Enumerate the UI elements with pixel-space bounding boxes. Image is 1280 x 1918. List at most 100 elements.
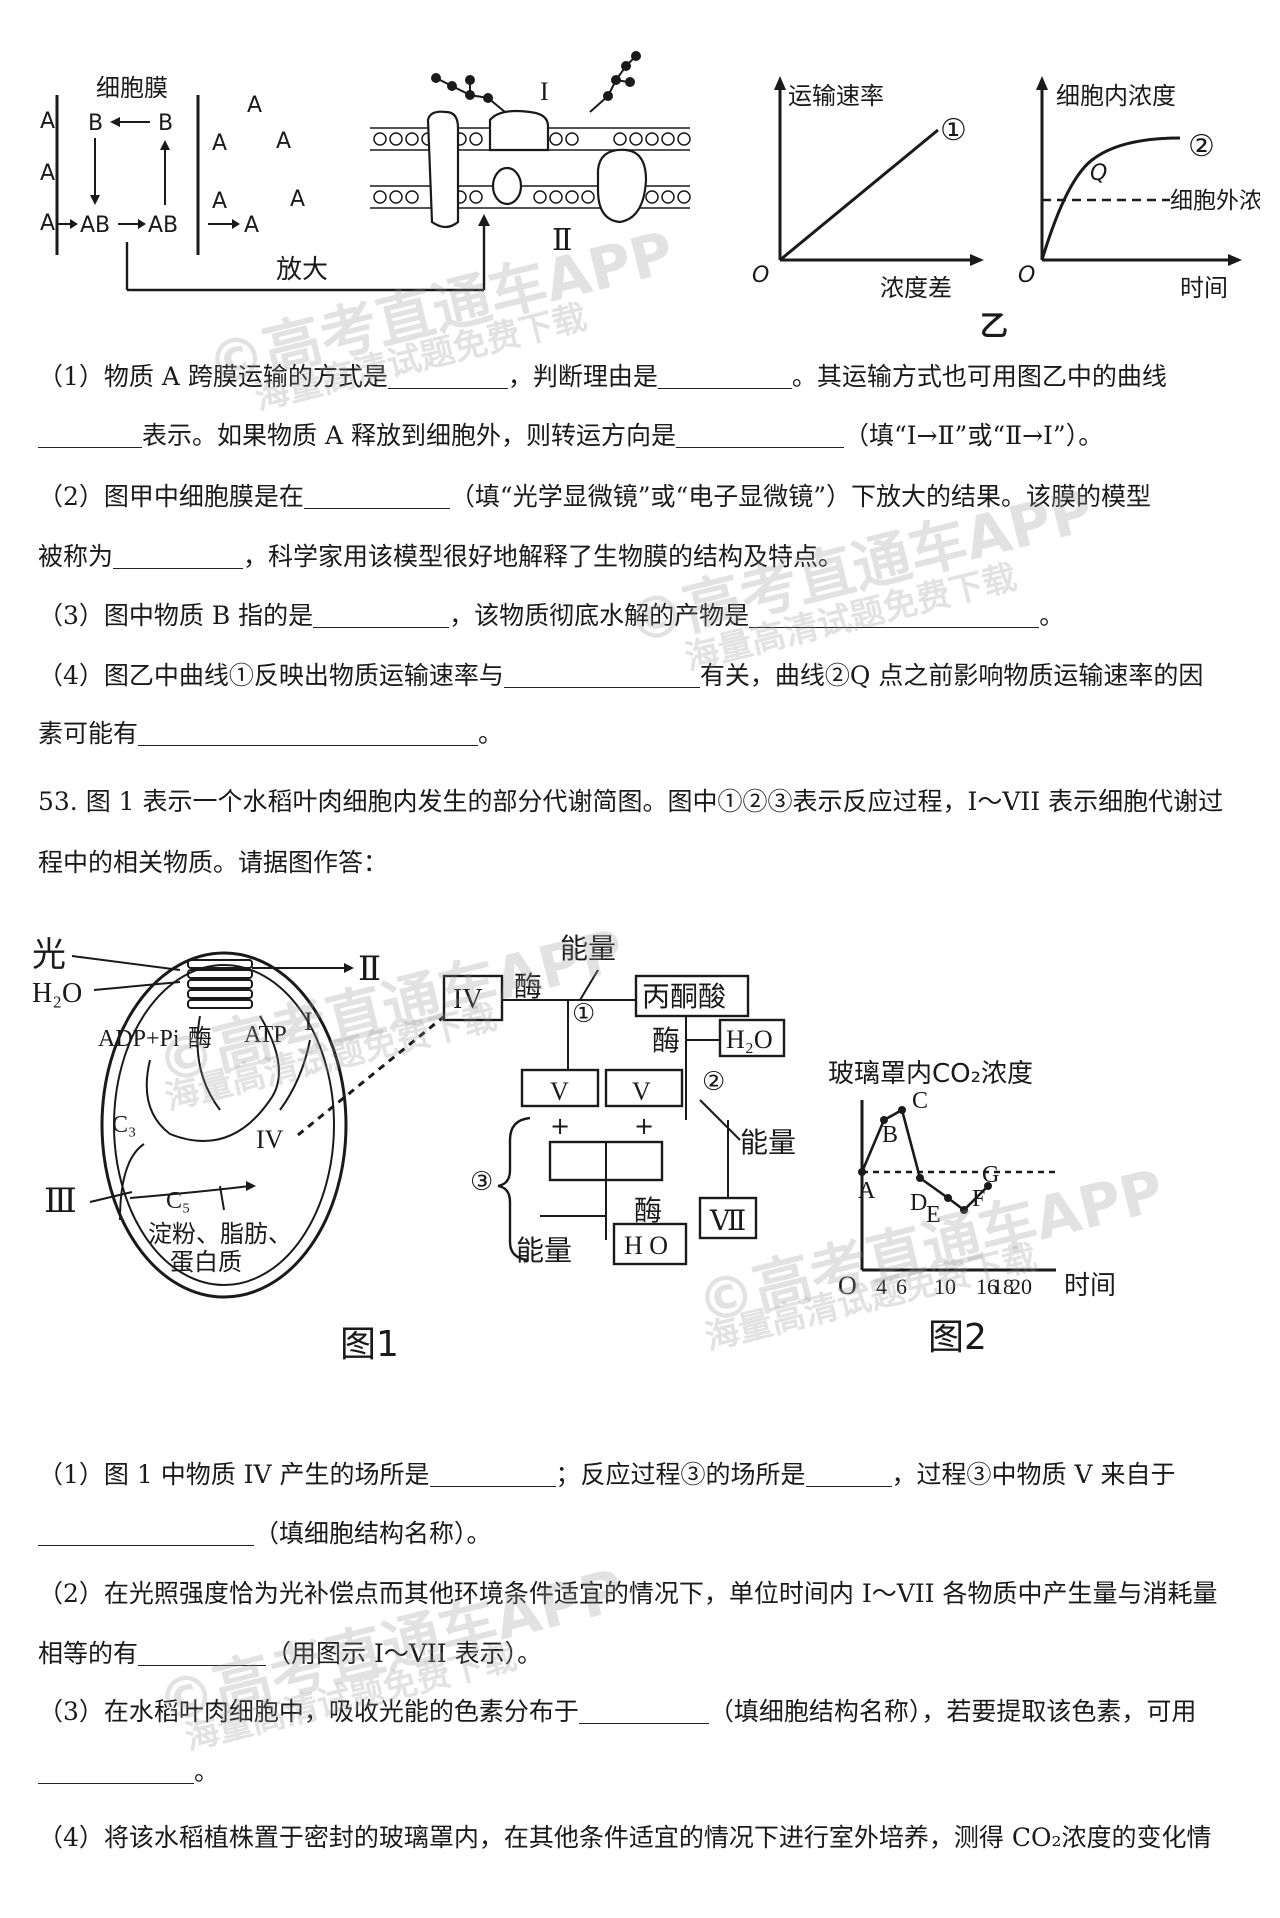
letter-a: A xyxy=(40,161,55,186)
label-enzyme: 酶 xyxy=(514,970,542,1003)
answer-blank[interactable] xyxy=(138,721,479,746)
figure-caption-2: 图2 xyxy=(928,1317,987,1358)
label-water: H₂O xyxy=(32,978,82,1009)
box-iv xyxy=(442,974,504,1022)
label-iii: Ⅲ xyxy=(44,1183,77,1220)
q53-part1-line2: （填细胞结构名称）。 xyxy=(38,1519,1248,1549)
label-v: V xyxy=(550,1077,569,1106)
label-products-line2: 蛋白质 xyxy=(170,1248,242,1276)
chart-point-label: F xyxy=(972,1186,985,1212)
box-h2o xyxy=(718,1018,786,1058)
q52-part4-line2: 素可能有。 xyxy=(38,719,504,748)
graph-right-xlabel: 时间 xyxy=(1180,274,1228,302)
chart-point xyxy=(916,1174,924,1182)
answer-blank[interactable] xyxy=(313,603,450,628)
answer-blank[interactable] xyxy=(429,1462,556,1487)
answer-blank[interactable] xyxy=(578,1699,709,1724)
dashed-line-label: 细胞外浓度 xyxy=(1170,188,1260,214)
letter-a: A xyxy=(290,187,305,212)
chart-tick-label: 16 xyxy=(976,1274,998,1299)
step-1: ① xyxy=(572,999,595,1029)
box-v xyxy=(604,1068,684,1108)
figure-caption-yi: 乙 xyxy=(980,309,1008,342)
q53-part3-line1: （3）在水稻叶肉细胞中，吸收光能的色素分布于（填细胞结构名称），若要提取该色素，… xyxy=(38,1697,1197,1726)
label-light: 光 xyxy=(32,935,66,975)
answer-blank[interactable] xyxy=(38,423,142,448)
label-iv: IV xyxy=(256,1125,284,1154)
answer-blank[interactable] xyxy=(38,1521,254,1546)
answer-blank[interactable] xyxy=(805,1462,892,1487)
letter-a: A xyxy=(212,131,227,156)
q52-part2-line2: 被称为，科学家用该模型很好地解释了生物膜的结构及特点。 xyxy=(38,542,844,571)
answer-blank[interactable] xyxy=(749,603,1040,628)
letter-ab: AB xyxy=(80,213,110,238)
answer-blank[interactable] xyxy=(387,364,508,389)
point-q-label: Q xyxy=(1090,161,1107,186)
box-iv-label: IV xyxy=(453,984,483,1015)
letter-b: B xyxy=(88,111,103,136)
chart-point-label: E xyxy=(926,1202,941,1228)
step-2: ② xyxy=(702,1067,725,1097)
figure-1-metabolism: 光 H₂O Ⅱ ADP+Pi 酶 ATP I C₃ C₅ IV Ⅲ 淀粉、脂肪、… xyxy=(32,932,796,1299)
answer-blank[interactable] xyxy=(38,1759,194,1784)
answer-blank[interactable] xyxy=(657,364,792,389)
chart-point xyxy=(960,1206,968,1214)
answer-blank[interactable] xyxy=(113,544,244,569)
q53-intro-line1: 53. 图 1 表示一个水稻叶肉细胞内发生的部分代谢简图。图中①②③表示反应过程… xyxy=(38,787,1224,816)
q52-part1-line1: （1）物质 A 跨膜运输的方式是，判断理由是。其运输方式也可用图乙中的曲线 xyxy=(38,362,1167,391)
label-v: V xyxy=(632,1077,651,1106)
answer-blank[interactable] xyxy=(138,1641,267,1666)
protein-label-i: I xyxy=(540,77,549,106)
label-energy: 能量 xyxy=(740,1126,796,1159)
box-ho xyxy=(612,1222,688,1266)
q53-part2-line1: （2）在光照强度恰为光补偿点而其他环境条件适宜的情况下，单位时间内 I～VII … xyxy=(38,1579,1218,1608)
letter-a: A xyxy=(244,213,259,238)
q52-part2-line1: （2）图甲中细胞膜是在（填“光学显微镜”或“电子显微镜”）下放大的结果。该膜的模… xyxy=(38,482,1152,511)
figure-yi-graphs: 运输速率 浓度差 O ① 细胞内浓度 时间 O ② Q 细胞外浓度 乙 xyxy=(752,76,1260,342)
chart-point xyxy=(984,1182,992,1190)
label-products-line1: 淀粉、脂肪、 xyxy=(148,1220,292,1248)
chart-tick-label: 18 xyxy=(992,1274,1014,1299)
graph-right-ylabel: 细胞内浓度 xyxy=(1056,82,1176,110)
q53-part2-line2: 相等的有（用图示 I～VII 表示）。 xyxy=(38,1639,543,1668)
curve-2-line xyxy=(1040,136,1181,261)
graph-left-ylabel: 运输速率 xyxy=(788,82,884,110)
figure-jia-transport: 细胞膜 A A A B B AB AB A A A A A A 放大 xyxy=(40,51,691,292)
watermark-text: 海量高清试题免费下载 xyxy=(251,297,591,419)
answer-blank[interactable] xyxy=(303,484,450,509)
chart-point-label: B xyxy=(882,1122,898,1148)
label-enzyme: 酶 xyxy=(634,1194,662,1227)
letter-a: A xyxy=(212,189,227,214)
chart-tick-label: 6 xyxy=(896,1274,907,1299)
box-pyruvate xyxy=(634,974,750,1018)
letter-ab: AB xyxy=(148,213,178,238)
label-i: I xyxy=(304,1007,313,1036)
label-h2o-box: H₂O xyxy=(726,1025,773,1054)
chart-tick-label: 20 xyxy=(1010,1274,1032,1299)
curve-1-label: ① xyxy=(940,113,967,148)
figure-caption-1: 图1 xyxy=(340,1324,399,1365)
answer-blank[interactable] xyxy=(675,423,844,448)
label-ii: Ⅱ xyxy=(358,951,381,988)
plus-sign: + xyxy=(634,1112,654,1140)
graph-left-xlabel: 浓度差 xyxy=(880,274,952,302)
answer-blank[interactable] xyxy=(503,663,700,688)
label-energy: 能量 xyxy=(560,932,616,965)
chart-point-label: C xyxy=(912,1088,928,1114)
membrane-label: 细胞膜 xyxy=(96,74,168,102)
chart-ylabel: 玻璃罩内CO₂浓度 xyxy=(828,1060,1033,1089)
chart-point xyxy=(944,1194,952,1202)
label-c3: C₃ xyxy=(112,1112,136,1138)
chart-point xyxy=(880,1116,888,1124)
step-3: ③ xyxy=(470,1167,493,1197)
channel-protein xyxy=(426,110,460,229)
q52-part1-line2: 表示。如果物质 A 释放到细胞外，则转运方向是（填“Ⅰ→Ⅱ”或“Ⅱ→Ⅰ”）。 xyxy=(38,421,1248,451)
graph-right-origin: O xyxy=(1018,263,1035,288)
q52-part4-line1: （4）图乙中曲线①反映出物质运输速率与有关，曲线②Q 点之前影响物质运输速率的因 xyxy=(38,661,1204,690)
plus-sign: + xyxy=(550,1112,570,1140)
label-energy: 能量 xyxy=(516,1234,572,1267)
protein-label-ii: Ⅱ xyxy=(552,224,572,257)
label-vii: Ⅶ xyxy=(709,1206,746,1237)
q53-part3-line2: 。 xyxy=(38,1757,1248,1787)
